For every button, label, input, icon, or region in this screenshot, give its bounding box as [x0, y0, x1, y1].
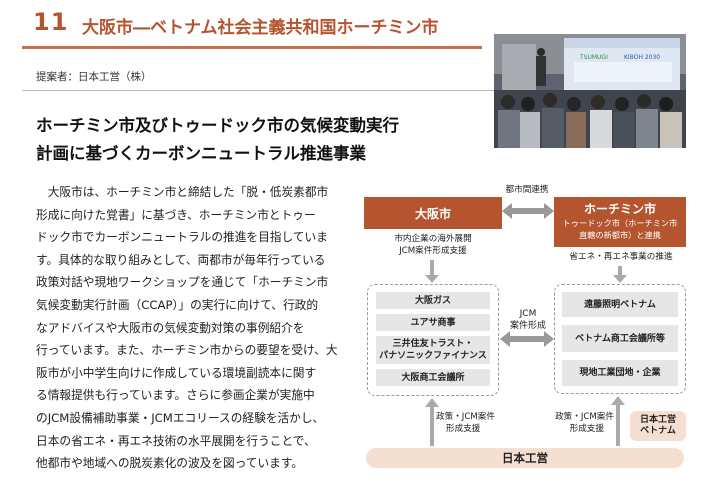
body-line: のJCM設備補助事業・JCMエコリースの経験を活かし、: [36, 410, 325, 425]
company-vcci: ベトナム商工会議所等: [562, 325, 678, 352]
body-line: 政策対話や現地ワークショップを通じて「ホーチミン市: [36, 275, 329, 290]
event-photo: TSUMUGI KIBOH 2030: [494, 34, 686, 148]
nihon-koei-vn-line: 日本工営: [639, 415, 676, 425]
hcmc-support-label: 省エネ・再エネ事業の推進: [569, 252, 673, 262]
body-line: す。具体的な取り組みとして、両都市が毎年行っている: [36, 252, 326, 267]
main-title: ホーチミン市及びトゥードック市の気候変動実行 計画に基づくカーボンニュートラル推…: [36, 112, 399, 168]
body-line: る情報提供も行っています。さらに参画企業が実施中: [36, 388, 315, 403]
nihon-koei-vn-line: ベトナム: [640, 426, 676, 436]
company-endo-vn: 遠藤照明ベトナム: [562, 292, 678, 317]
company-smtpfc-line: パナソニックファイナンス: [379, 351, 487, 361]
body-line: ドック市でカーボンニュートラルの推進を目指していま: [36, 230, 328, 245]
main-title-line: 計画に基づくカーボンニュートラル推進事業: [36, 144, 366, 163]
photo-banner-text-2: KIBOH 2030: [624, 54, 660, 61]
cooperation-diagram: 都市間連携 大阪市 ホーチミン市 トゥードック市（ホーチミン市 直轄の新都市）と…: [362, 184, 688, 472]
body-line: 形成に向けた覚書」に基づき、ホーチミン市とトゥー: [36, 207, 316, 222]
jcm-mid-label: JCM 案件形成: [506, 308, 550, 332]
support-left-line: 政策・JCM案件: [436, 412, 495, 422]
jcm-mid-line: 案件形成: [509, 321, 546, 331]
photo-banner-text-1: TSUMUGI: [579, 54, 608, 61]
divider: [22, 90, 686, 91]
company-smtpfc: 三井住友トラスト・ パナソニックファイナンス: [376, 336, 490, 364]
support-right-label: 政策・JCM案件 形成支援: [548, 411, 614, 435]
support-right-line: 政策・JCM案件: [555, 412, 614, 422]
support-left-label: 政策・JCM案件 形成支援: [436, 411, 500, 435]
support-left-line: 形成支援: [446, 424, 481, 434]
diagram-arrows: [425, 203, 627, 446]
hcmc-sub: トゥードック市（ホーチミン市: [562, 218, 678, 228]
body-line: 日本の省エネ・再エネ技術の水平展開を行うことで、: [36, 433, 316, 448]
nihon-koei-vietnam-box: 日本工営 ベトナム: [630, 411, 686, 441]
section-number: 11: [33, 8, 69, 36]
company-industrial-parks: 現地工業団地・企業: [562, 360, 678, 386]
body-line: 大阪市は、ホーチミン市と締結した「脱・低炭素都市: [36, 185, 329, 199]
header-rule: [22, 46, 482, 49]
nihon-koei-bar: 日本工営: [366, 448, 684, 468]
company-osaka-gas: 大阪ガス: [376, 292, 490, 309]
hcmc-title: ホーチミン市: [583, 202, 656, 216]
osaka-support-label: 市内企業の海外展開 JCM案件形成支援: [368, 233, 498, 257]
body-line: 阪市が小中学生向けに作成している環境副読本に関す: [36, 365, 317, 380]
main-title-line: ホーチミン市及びトゥードック市の気候変動実行: [36, 116, 399, 135]
jcm-mid-line: JCM: [519, 309, 537, 319]
company-osaka-cci: 大阪商工会議所: [376, 369, 490, 386]
support-right-line: 形成支援: [569, 424, 604, 434]
hcmc-sub: 直轄の新都市）と連携: [579, 230, 661, 240]
company-smtpfc-line: 三井住友トラスト・: [392, 339, 474, 349]
osaka-support-line: 市内企業の海外展開: [394, 234, 472, 244]
body-line: 行っています。また、ホーチミン市からの要望を受け、大: [36, 343, 338, 358]
city-link-label: 都市間連携: [505, 185, 549, 195]
osaka-support-line: JCM案件形成支援: [399, 246, 467, 256]
body-line: なアドバイスや大阪市の気候変動対策の事例紹介を: [36, 320, 305, 335]
body-paragraph: 大阪市は、ホーチミン市と締結した「脱・低炭素都市 形成に向けた覚書」に基づき、ホ…: [36, 181, 349, 475]
company-yuasa: ユアサ商事: [376, 314, 490, 331]
body-line: 気候変動実行計画（CCAP）」の実行に向けて、行政的: [36, 297, 319, 312]
body-line: 他都市や地域への脱炭素化の波及を図っています。: [36, 456, 304, 471]
osaka-box: 大阪市: [364, 197, 502, 229]
section-title: 大阪市―ベトナム社会主義共和国ホーチミン市: [82, 18, 439, 38]
hcmc-box: ホーチミン市 トゥードック市（ホーチミン市 直轄の新都市）と連携: [554, 197, 686, 247]
proposer-label: 提案者：日本工営（株）: [36, 71, 152, 83]
